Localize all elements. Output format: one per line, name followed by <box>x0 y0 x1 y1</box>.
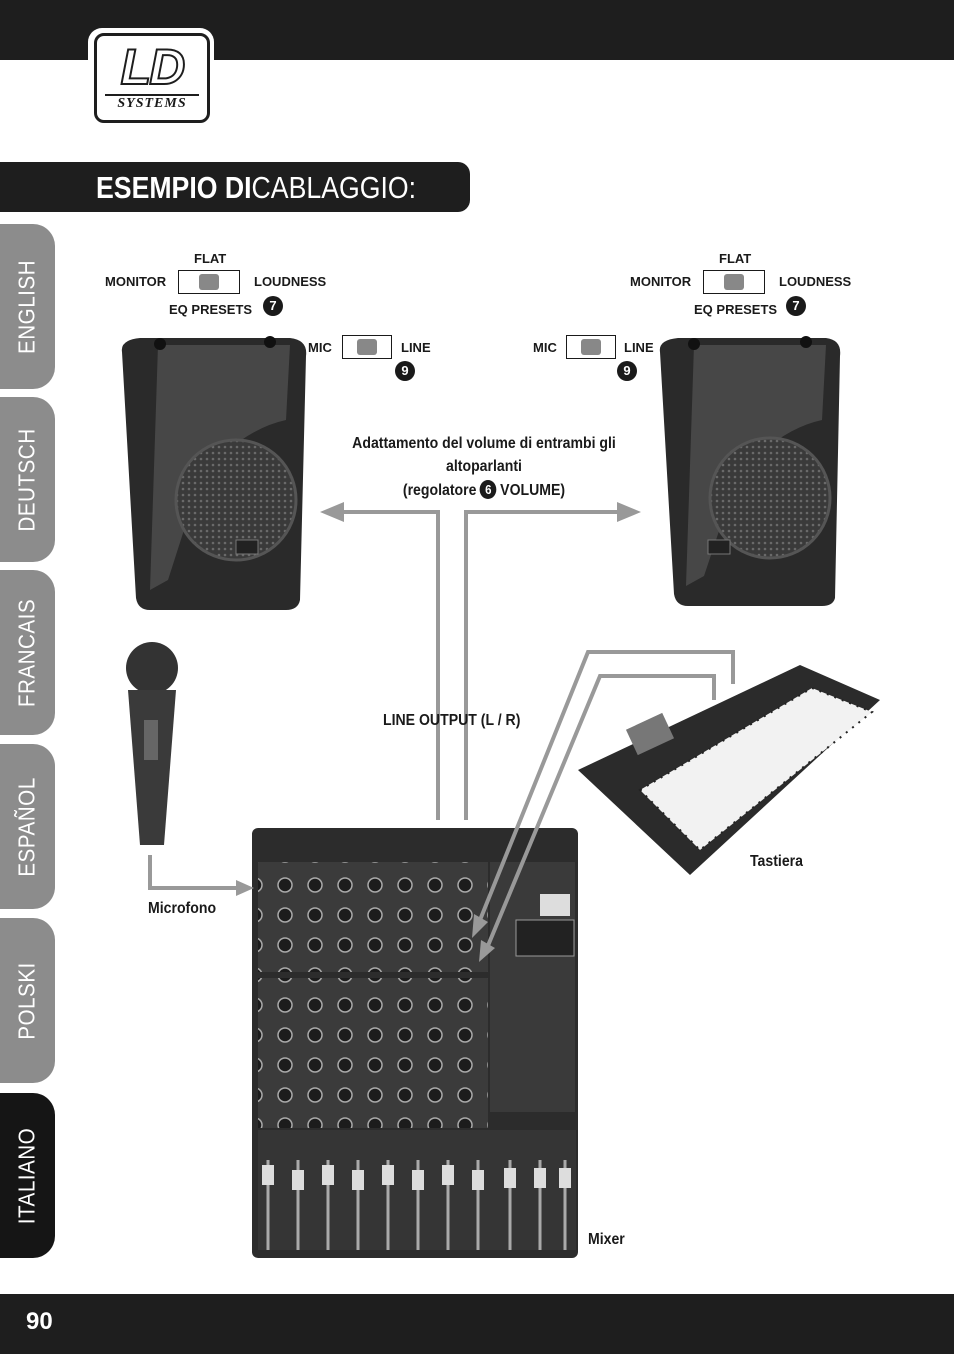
mic-label-left: MIC <box>308 340 332 355</box>
speaker-right <box>659 336 841 606</box>
microphone <box>126 642 178 845</box>
ld-systems-logo: LD SYSTEMS <box>88 28 214 126</box>
callout-7-right: 7 <box>786 296 806 316</box>
volume-note-post: VOLUME) <box>500 482 566 499</box>
title-light: CABLAGGIO: <box>251 170 417 205</box>
title-bar <box>0 162 470 212</box>
eq-switch-left[interactable] <box>178 270 240 294</box>
mixer <box>252 828 578 1258</box>
tab-italiano[interactable]: ITALIANO <box>0 1093 55 1258</box>
title-bold: ESEMPIO DI <box>96 170 252 205</box>
mic-line-switch-right[interactable] <box>566 335 616 359</box>
logo-brand: LD <box>120 39 187 95</box>
footer-bar <box>0 1294 954 1354</box>
eq-switch-right[interactable] <box>703 270 765 294</box>
mixer-label: Mixer <box>588 1231 625 1248</box>
page-title: ESEMPIO DICABLAGGIO: <box>96 166 416 210</box>
keyboard <box>578 665 880 875</box>
line-output-label: LINE OUTPUT (L / R) <box>383 712 521 729</box>
tab-espanol[interactable]: ESPAÑOL <box>0 744 55 909</box>
eq-presets-label-left: EQ PRESETS <box>169 302 253 317</box>
line-label-left: LINE <box>401 340 431 355</box>
mic-label-right: MIC <box>533 340 557 355</box>
flat-label-right: FLAT <box>719 251 752 266</box>
callout-6: 6 <box>479 480 497 499</box>
speaker-left <box>121 336 307 610</box>
volume-note-pre: (regolatore <box>402 482 477 499</box>
monitor-label-left: MONITOR <box>105 274 167 289</box>
tab-francais[interactable]: FRANCAIS <box>0 570 55 735</box>
volume-note-line2: altoparlanti <box>446 458 522 475</box>
tab-polski[interactable]: POLSKI <box>0 918 55 1083</box>
loudness-label-left: LOUDNESS <box>254 274 327 289</box>
tab-deutsch[interactable]: DEUTSCH <box>0 397 55 562</box>
callout-9-left: 9 <box>395 361 415 381</box>
callout-9-right: 9 <box>617 361 637 381</box>
tab-english[interactable]: ENGLISH <box>0 224 55 389</box>
mic-line-switch-left[interactable] <box>342 335 392 359</box>
arrow-heads <box>236 502 641 962</box>
line-label-right: LINE <box>624 340 654 355</box>
eq-presets-label-right: EQ PRESETS <box>694 302 778 317</box>
logo-sub: SYSTEMS <box>105 94 199 112</box>
flat-label-left: FLAT <box>194 251 227 266</box>
microfono-label: Microfono <box>148 900 217 917</box>
page-number: 90 <box>26 1308 53 1335</box>
loudness-label-right: LOUDNESS <box>779 274 852 289</box>
volume-note-line1: Adattamento del volume di entrambi gli <box>352 435 616 452</box>
monitor-label-right: MONITOR <box>630 274 692 289</box>
callout-7-left: 7 <box>263 296 283 316</box>
cables <box>148 510 735 949</box>
tastiera-label: Tastiera <box>750 853 803 870</box>
